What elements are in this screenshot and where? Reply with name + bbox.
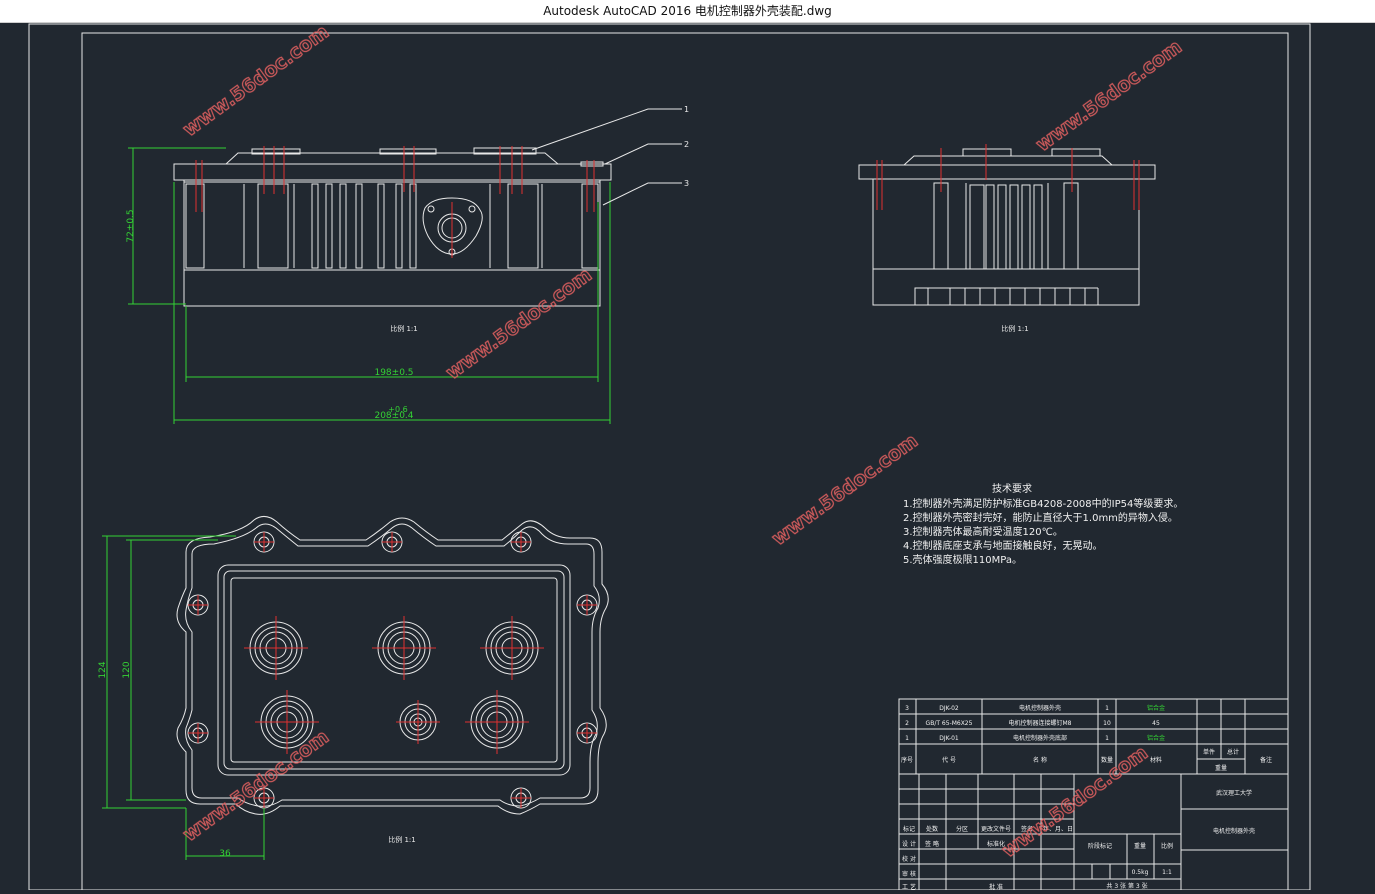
title-bar: Autodesk AutoCAD 2016 电机控制器外壳装配.dwg — [0, 0, 1375, 23]
dim-208: 208±0.4 — [374, 411, 413, 421]
bom-row-2-material: 45 — [1152, 720, 1160, 727]
bom-row-1-name: 电机控制器外壳底部 — [1013, 734, 1067, 742]
dim-36: 36 — [219, 849, 231, 859]
watermark-1: www.56doc.com — [179, 22, 333, 141]
bom-header-remark: 备注 — [1260, 756, 1272, 764]
title-block-rev-1: 处数 — [926, 825, 938, 833]
title-block-scale: 1:1 — [1162, 869, 1172, 876]
bom-header-name: 名 称 — [1033, 756, 1047, 764]
bom-row-3-name: 电机控制器外壳 — [1019, 704, 1061, 712]
notes-heading: 技术要求 — [992, 482, 1032, 495]
bom-row-1-material: 铝合金 — [1147, 734, 1165, 742]
dim-124: 124 — [98, 661, 108, 678]
watermark-2: www.56doc.com — [1032, 36, 1186, 156]
side-view-scale-label: 比例 1:1 — [1001, 324, 1029, 333]
front-view-dimensions — [128, 147, 611, 424]
bom-header-qty: 数量 — [1101, 756, 1113, 764]
plan-view-scale-label: 比例 1:1 — [388, 835, 416, 844]
bom-row-2-qty: 10 — [1103, 720, 1111, 727]
bom-header-single: 单件 — [1203, 748, 1215, 756]
dim-tol: +0.6 — [388, 405, 407, 414]
bom-header-total: 总计 — [1227, 748, 1239, 756]
bom-header-material: 材料 — [1150, 756, 1162, 764]
notes-line-3: 3.控制器壳体最高耐受温度120℃。 — [903, 525, 1063, 538]
title-block-extra-1: 标准化 — [987, 840, 1005, 848]
bom-row-3-code: DJK-02 — [939, 705, 959, 712]
watermark-3: www.56doc.com — [442, 264, 596, 384]
bom-row-1-no: 1 — [905, 735, 909, 742]
title-block-weight-label: 重量 — [1134, 842, 1146, 850]
bom-row-2-no: 2 — [905, 720, 909, 727]
notes-line-1: 1.控制器外壳满足防护标准GB4208-2008中的IP54等级要求。 — [903, 497, 1183, 510]
bom-row-3-material: 铝合金 — [1147, 704, 1165, 712]
watermark-6: www.56doc.com — [998, 742, 1152, 862]
bom-table: 3 DJK-02 电机控制器外壳 1 铝合金 2 GB/T 65-M6X25 电… — [901, 704, 1272, 772]
title-block-extra-2: 批 准 — [989, 883, 1003, 890]
bom-row-1-qty: 1 — [1105, 735, 1109, 742]
title-block[interactable] — [898, 698, 1289, 891]
leader-2: 2 — [684, 140, 689, 149]
dim-198: 198±0.5 — [374, 368, 413, 378]
plan-view[interactable] — [176, 516, 609, 815]
front-view-centerlines — [195, 146, 595, 258]
title-block-rev-3: 更改文件号 — [981, 825, 1011, 833]
side-view-centerlines — [876, 144, 1140, 210]
bom-row-3-qty: 1 — [1105, 705, 1109, 712]
bom-header-weight: 重量 — [1215, 764, 1227, 772]
technical-notes: 技术要求 1.控制器外壳满足防护标准GB4208-2008中的IP54等级要求。… — [903, 482, 1183, 566]
bom-header-code: 代 号 — [942, 756, 956, 764]
title-block-text: 武汉理工大学 电机控制器外壳 标记 处数 分区 更改文件号 签名 年、月、日 设… — [902, 789, 1255, 891]
title-block-sheets: 共 3 张 第 3 张 — [1106, 882, 1147, 890]
title-block-sign-0: 设 计 — [902, 840, 916, 848]
title-block-rev-4: 签名 — [1021, 825, 1033, 833]
title-block-rev-0: 标记 — [903, 825, 915, 833]
title-block-extra-0: 签 略 — [925, 840, 939, 848]
notes-line-5: 5.壳体强度极限110MPa。 — [903, 553, 1022, 566]
side-view[interactable] — [858, 148, 1156, 306]
bom-row-2-name: 电机控制器连接螺钉M8 — [1009, 719, 1072, 727]
drawing-canvas[interactable]: 72±0.5 198±0.5 +0.6 208±0.4 比例 1:1 1 2 3 — [0, 20, 1375, 891]
plan-view-dimensions — [102, 535, 265, 860]
title-block-school: 武汉理工大学 — [1216, 789, 1252, 797]
title-block-sign-2: 审 核 — [902, 870, 916, 878]
leader-3: 3 — [684, 179, 689, 188]
window-title: Autodesk AutoCAD 2016 电机控制器外壳装配.dwg — [543, 4, 832, 18]
watermark-5: www.56doc.com — [179, 726, 333, 846]
dim-72: 72±0.5 — [126, 209, 136, 242]
front-view[interactable] — [173, 147, 612, 307]
title-block-stage: 阶段标记 — [1088, 842, 1112, 850]
title-block-scale-label: 比例 — [1161, 842, 1173, 850]
notes-line-4: 4.控制器底座支承与地面接触良好，无晃动。 — [903, 539, 1103, 552]
bom-row-2-code: GB/T 65-M6X25 — [926, 720, 973, 727]
plan-view-centerlines — [188, 532, 597, 808]
front-view-scale-label: 比例 1:1 — [390, 324, 418, 333]
watermark-4: www.56doc.com — [768, 430, 922, 550]
title-block-rev-2: 分区 — [956, 825, 968, 833]
notes-line-2: 2.控制器外壳密封完好，能防止直径大于1.0mm的异物入侵。 — [903, 511, 1178, 524]
leader-lines — [531, 108, 682, 206]
dim-120: 120 — [122, 661, 132, 678]
title-block-sign-3: 工 艺 — [902, 883, 916, 890]
title-block-drawing-name: 电机控制器外壳 — [1213, 827, 1255, 835]
leader-1: 1 — [684, 105, 689, 114]
bom-header-no: 序号 — [901, 756, 913, 764]
bom-row-3-no: 3 — [905, 705, 909, 712]
title-block-rev-5: 年、月、日 — [1043, 825, 1073, 833]
title-block-weight: 0.5kg — [1132, 869, 1149, 876]
bom-row-1-code: DJK-01 — [939, 735, 959, 742]
title-block-sign-1: 校 对 — [902, 855, 916, 863]
